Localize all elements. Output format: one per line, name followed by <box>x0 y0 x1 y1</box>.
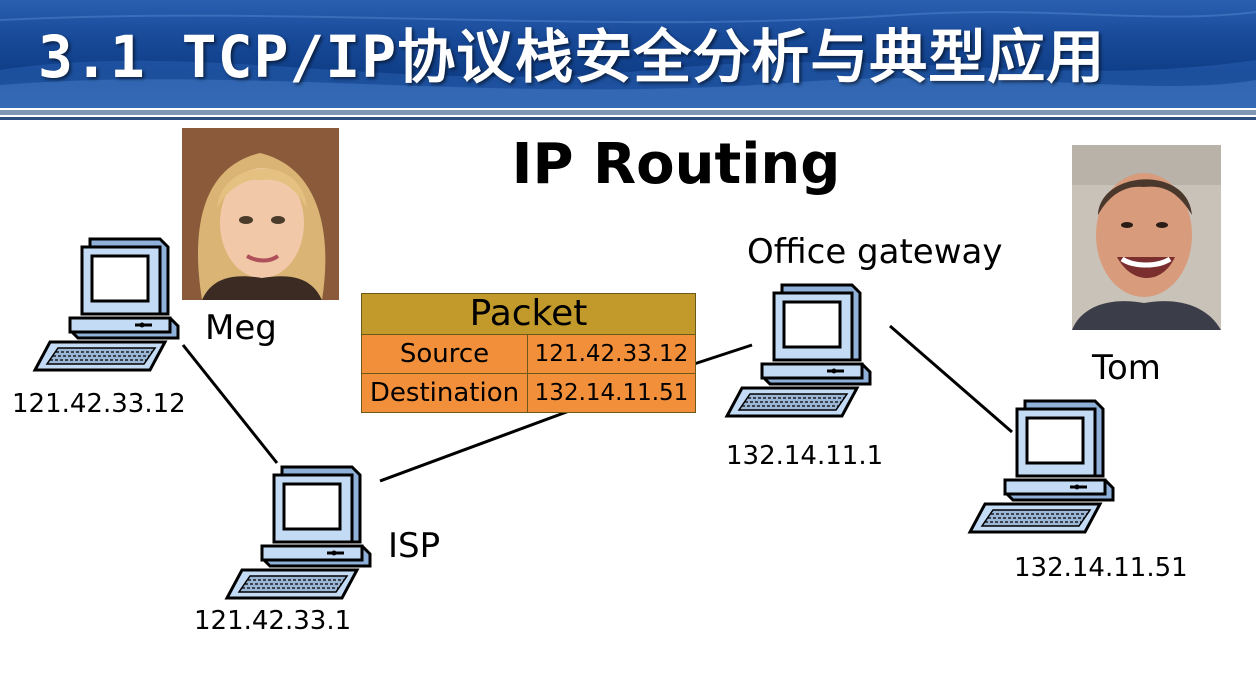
meg-photo <box>182 128 339 300</box>
packet-box: Packet Source 121.42.33.12 Destination 1… <box>361 293 696 413</box>
isp-ip: 121.42.33.1 <box>194 606 352 636</box>
gateway-computer-icon <box>722 280 872 420</box>
packet-title: Packet <box>362 294 695 335</box>
link-isp-gateway-a <box>379 405 581 483</box>
packet-row-destination: Destination 132.14.11.51 <box>362 373 695 412</box>
diagram-title: IP Routing <box>511 132 841 197</box>
isp-name: ISP <box>388 526 441 566</box>
gateway-ip: 132.14.11.1 <box>726 441 884 471</box>
meg-name: Meg <box>205 308 277 348</box>
header-divider-dark <box>0 117 1256 120</box>
header-wave-decoration <box>0 11 1256 108</box>
gateway-name: Office gateway <box>747 232 1003 272</box>
meg-computer-icon <box>30 234 180 374</box>
header-divider <box>0 110 1256 115</box>
tom-name: Tom <box>1092 348 1161 388</box>
packet-value: 121.42.33.12 <box>534 341 689 367</box>
slide-title: 3.1 TCP/IP协议栈安全分析与典型应用 <box>38 23 1106 91</box>
packet-key: Destination <box>362 374 528 412</box>
meg-ip: 121.42.33.12 <box>12 389 186 419</box>
tom-ip: 132.14.11.51 <box>1014 553 1188 583</box>
isp-computer-icon <box>222 462 372 602</box>
tom-computer-icon <box>965 396 1115 536</box>
link-meg-isp <box>181 344 279 464</box>
link-gateway-tom <box>889 324 1013 434</box>
tom-photo <box>1072 145 1221 330</box>
link-isp-gateway-b <box>693 343 753 366</box>
packet-row-source: Source 121.42.33.12 <box>362 335 695 373</box>
header-banner: 3.1 TCP/IP协议栈安全分析与典型应用 <box>0 0 1256 108</box>
packet-key: Source <box>362 335 528 373</box>
packet-value: 132.14.11.51 <box>534 380 689 406</box>
